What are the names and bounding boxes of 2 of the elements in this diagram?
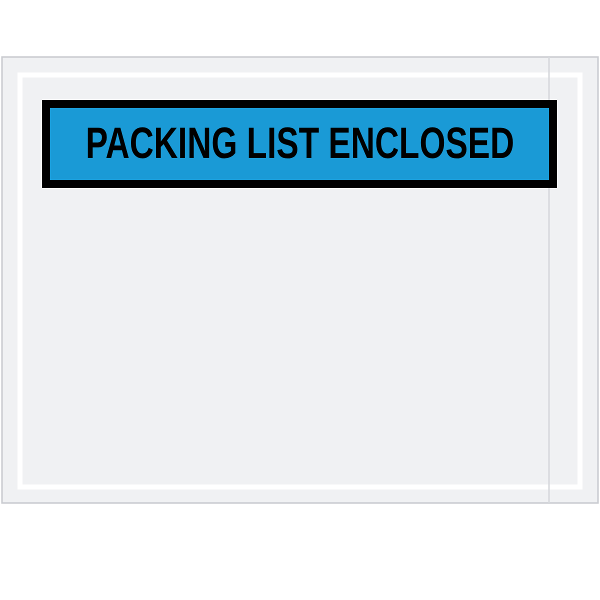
banner-text: PACKING LIST ENCLOSED <box>85 122 514 166</box>
label-banner <box>42 100 557 188</box>
